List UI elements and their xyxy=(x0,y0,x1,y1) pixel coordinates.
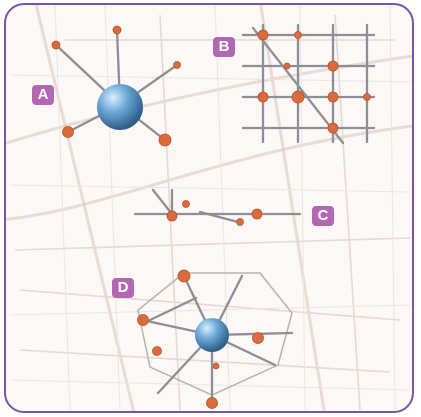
topology-b-mesh xyxy=(241,23,376,145)
mesh-node xyxy=(327,91,339,103)
mesh-node xyxy=(257,91,269,103)
bus-node xyxy=(182,200,190,208)
mesh-node xyxy=(327,60,339,72)
label-c: C xyxy=(312,206,334,226)
bus-node xyxy=(251,208,263,220)
topology-c-bus xyxy=(133,188,302,226)
ring-node xyxy=(152,346,162,356)
mesh-node xyxy=(257,29,269,41)
ring-node xyxy=(252,332,264,344)
ring-hub-node xyxy=(195,318,229,352)
bus-node xyxy=(166,210,178,222)
ring-node xyxy=(177,269,191,283)
topology-d-ring-star xyxy=(137,269,294,409)
label-b: B xyxy=(213,37,235,57)
label-a: A xyxy=(32,85,54,105)
star-hub-node xyxy=(97,84,143,130)
mesh-node xyxy=(363,93,371,101)
star-node xyxy=(51,40,61,50)
ring-node xyxy=(137,314,149,326)
star-node xyxy=(158,133,172,147)
mesh-node xyxy=(291,90,305,104)
bus-node xyxy=(236,218,244,226)
star-node xyxy=(173,61,181,69)
star-node xyxy=(62,126,74,138)
ring-node xyxy=(212,362,220,370)
label-d: D xyxy=(112,278,134,298)
star-node xyxy=(112,25,122,35)
ring-node xyxy=(206,397,218,409)
mesh-node xyxy=(283,62,291,70)
topology-a-star xyxy=(51,25,181,147)
mesh-node xyxy=(294,31,302,39)
mesh-node xyxy=(327,122,339,134)
